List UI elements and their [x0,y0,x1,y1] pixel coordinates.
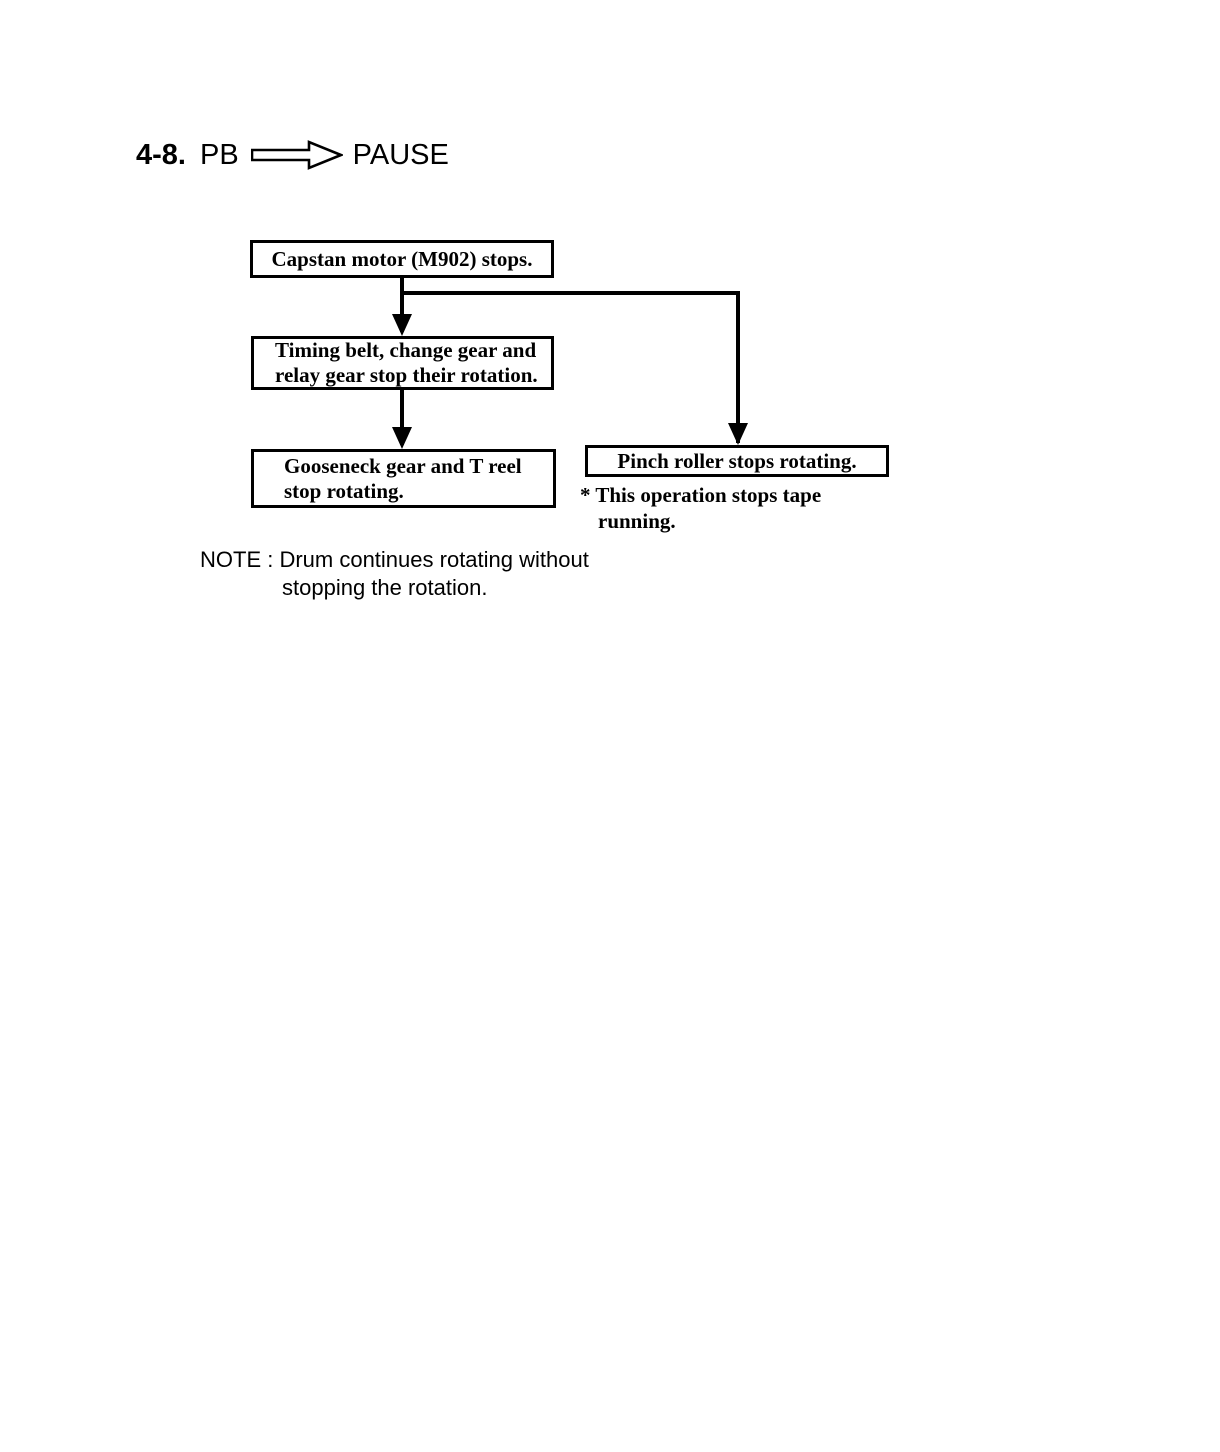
section-heading: 4-8. PB PAUSE [136,138,449,172]
footnote-line-1: * This operation stops tape [580,483,910,509]
flowchart: Capstan motor (M902) stops. Timing belt,… [0,0,1220,700]
flow-node-timing-belt[interactable]: Timing belt, change gear and relay gear … [251,336,554,390]
flow-node-label: Capstan motor (M902) stops. [271,246,533,271]
footnote-text-1: This operation stops tape [595,483,822,507]
flow-node-label: Pinch roller stops rotating. [617,448,857,473]
note-block: NOTE : Drum continues rotating without s… [200,546,589,601]
flow-node-pinch-roller[interactable]: Pinch roller stops rotating. [585,445,889,477]
footnote-marker: * [580,483,591,507]
footnote: * This operation stops tape running. [580,483,910,534]
flow-node-gooseneck-gear[interactable]: Gooseneck gear and T reel stop rotating. [251,449,556,508]
flow-connectors [392,278,748,449]
flow-node-capstan-motor[interactable]: Capstan motor (M902) stops. [250,240,554,278]
hollow-right-arrow-icon [250,140,345,170]
footnote-text-2: running. [598,508,676,533]
arrowhead-into-timing [392,314,412,336]
heading-target-mode: PAUSE [352,138,449,171]
note-line-1: NOTE : Drum continues rotating without [200,547,589,572]
arrowhead-into-gooseneck [392,427,412,449]
section-number: 4-8. [136,138,186,171]
heading-source-mode: PB [199,138,239,171]
flow-node-label: Gooseneck gear and T reel stop rotating. [284,453,522,503]
note-line-2: stopping the rotation. [282,574,488,600]
flow-node-label: Timing belt, change gear and relay gear … [275,338,538,387]
arrowhead-into-pinch [728,423,748,445]
